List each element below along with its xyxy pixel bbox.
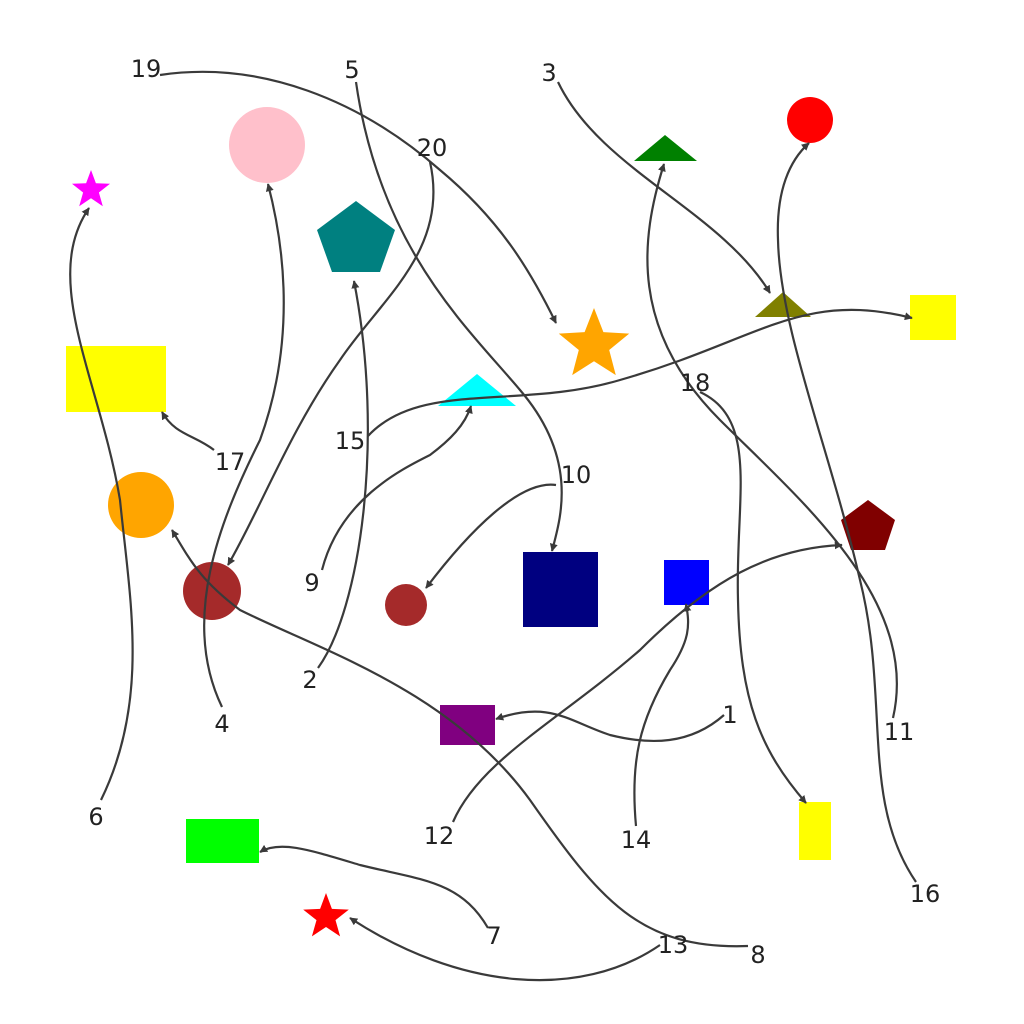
arrow-12: [451, 541, 843, 823]
arrow-5: [354, 81, 563, 552]
label-7: 7: [486, 922, 501, 950]
label-9: 9: [304, 569, 319, 597]
arrow-3: [557, 81, 771, 294]
label-16: 16: [910, 880, 941, 908]
brown-circle-small: [385, 584, 427, 626]
label-17: 17: [215, 448, 246, 476]
magenta-star: [72, 170, 110, 207]
maroon-pentagon: [841, 500, 895, 550]
orange-circle: [108, 472, 174, 538]
arrow-19: [159, 70, 557, 324]
arrow-8: [171, 529, 749, 948]
green-triangle: [634, 135, 697, 161]
arrow-4: [203, 183, 285, 708]
label-13: 13: [658, 931, 689, 959]
label-11: 11: [884, 718, 915, 746]
arrow-14: [633, 603, 692, 827]
lime-rectangle: [186, 819, 259, 863]
navy-square: [523, 552, 598, 627]
yellow-square-right: [910, 295, 956, 340]
label-14: 14: [621, 826, 652, 854]
arrow-18: [699, 391, 807, 804]
label-4: 4: [214, 710, 229, 738]
label-6: 6: [88, 803, 103, 831]
brown-circle-large: [183, 562, 241, 620]
label-15: 15: [335, 427, 366, 455]
label-8: 8: [750, 941, 765, 969]
label-10: 10: [561, 461, 592, 489]
arrow-16: [776, 142, 917, 883]
arrow-7: [259, 844, 489, 929]
arrow-9: [320, 405, 473, 571]
arrow-2: [317, 280, 369, 669]
arrow-17: [161, 411, 215, 451]
blue-square: [664, 560, 709, 605]
olive-triangle: [755, 292, 811, 317]
arrow-11: [646, 163, 898, 719]
label-19: 19: [131, 55, 162, 83]
label-18: 18: [680, 369, 711, 397]
arrow-1: [495, 710, 725, 743]
label-5: 5: [344, 56, 359, 84]
yellow-rectangle-left: [66, 346, 166, 412]
label-12: 12: [424, 822, 455, 850]
arrow-6: [69, 207, 134, 801]
label-2: 2: [302, 666, 317, 694]
pink-circle: [229, 107, 305, 183]
orange-star: [558, 308, 630, 376]
teal-pentagon: [317, 201, 395, 272]
label-20: 20: [417, 134, 448, 162]
arrow-15: [367, 308, 913, 437]
red-star: [303, 893, 349, 937]
yellow-rectangle-bottom: [799, 802, 831, 860]
label-1: 1: [722, 701, 737, 729]
purple-rectangle: [440, 705, 495, 745]
label-3: 3: [541, 59, 556, 87]
arrow-20: [227, 161, 435, 566]
arrow-13: [349, 917, 661, 982]
red-circle: [787, 97, 833, 143]
arrow-10: [425, 483, 557, 589]
